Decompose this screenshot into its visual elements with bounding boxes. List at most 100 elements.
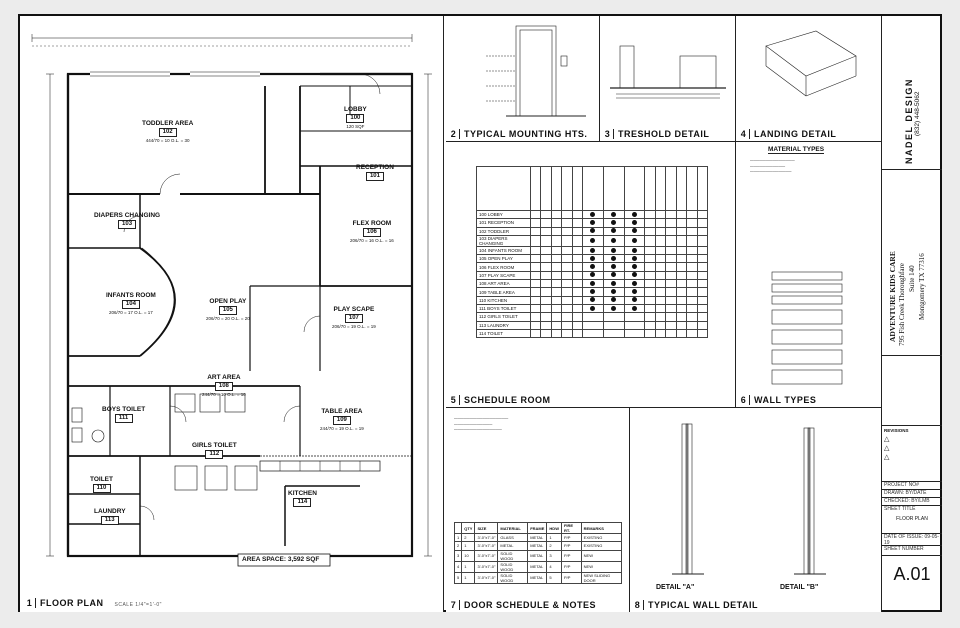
schedule-dot-mark [590, 255, 596, 261]
schedule-cell [550, 312, 563, 322]
schedule-cell [582, 245, 604, 256]
schedule-cell [665, 279, 677, 289]
door-cell: 1 [546, 532, 562, 543]
sheet-title-block: SHEET TITLE FLOOR PLAN [882, 506, 942, 534]
schedule-cell [602, 209, 625, 220]
schedule-cell [675, 328, 688, 339]
door-cell: SOLID WOOD [497, 571, 529, 584]
schedule-cell [561, 312, 573, 322]
schedule-cell [623, 209, 646, 220]
schedule-cell [686, 209, 698, 220]
schedule-cell [665, 328, 677, 339]
schedule-cell [550, 295, 563, 305]
schedule-dot-mark [632, 219, 638, 225]
schedule-cell [540, 320, 552, 330]
firm-name: NADEL DESIGN [904, 78, 914, 164]
title-block: NADEL DESIGN (832) 448-5062 ADVENTURE KI… [882, 16, 942, 612]
schedule-dot-mark [632, 247, 638, 253]
schedule-cell [561, 303, 573, 314]
schedule-cell [602, 287, 625, 297]
schedule-cell [602, 312, 625, 322]
schedule-cell [529, 262, 542, 272]
door-cell: SOLID WOOD [497, 549, 529, 562]
door-cell: 5 [546, 571, 562, 584]
schedule-room-name: 106 FLEX ROOM [476, 262, 531, 272]
schedule-header-cell [571, 166, 584, 211]
door-cell: 2 [546, 541, 562, 551]
schedule-cell [550, 209, 563, 220]
schedule-cell [571, 209, 584, 220]
schedule-cell [675, 254, 688, 264]
schedule-cell [644, 209, 656, 220]
floor-plan-drawing [31, 34, 432, 567]
schedule-cell [675, 226, 688, 236]
schedule-cell [654, 218, 667, 228]
schedule-cell [686, 279, 698, 289]
schedule-cell [675, 218, 688, 228]
schedule-cell [675, 234, 688, 247]
drawn-by: DRAWN: BY/DATE [882, 490, 942, 498]
door-cell: METAL [527, 532, 548, 543]
schedule-cell [654, 303, 667, 314]
sheet-title-label: SHEET TITLE [884, 506, 916, 512]
door-cell: 4 [546, 560, 562, 573]
schedule-cell [529, 320, 542, 330]
schedule-cell [675, 262, 688, 272]
schedule-cell [550, 287, 563, 297]
schedule-room-name: 107 PLAY SCAPE [476, 270, 531, 281]
schedule-cell [686, 295, 698, 305]
schedule-cell [529, 303, 542, 314]
schedule-cell [550, 245, 563, 256]
schedule-cell [696, 320, 708, 330]
door-header-cell: FIRE RT. [560, 522, 582, 534]
sheet-id: A.01 [893, 564, 931, 584]
schedule-dot-mark [611, 297, 617, 303]
schedule-cell [623, 279, 646, 289]
schedule-cell [686, 245, 698, 256]
schedule-cell [696, 218, 708, 228]
door-cell: METAL [527, 549, 548, 562]
schedule-cell [540, 328, 552, 339]
schedule-cell [571, 218, 584, 228]
door-cell: NEW SLIDING DOOR [580, 571, 623, 584]
project-address-1: 795 Fish Creek Thoroughfare [898, 263, 906, 346]
typical-wall-drawing [672, 423, 826, 575]
schedule-room-name: 102 TODDLER [476, 226, 531, 236]
schedule-row: 104 INFANTS ROOM [476, 245, 708, 256]
area-space-label: AREA SPACE: 3,592 SQF [242, 556, 320, 563]
schedule-dot-mark [632, 305, 638, 311]
schedule-cell [665, 295, 677, 305]
schedule-cell [540, 226, 552, 236]
schedule-header-cell [696, 166, 708, 211]
door-cell: METAL [527, 560, 548, 573]
schedule-room-name: 109 TABLE AREA [476, 287, 531, 297]
schedule-cell [696, 287, 708, 297]
schedule-header-cell [665, 166, 677, 211]
schedule-cell [644, 234, 656, 247]
schedule-dot-mark [590, 297, 596, 303]
schedule-row: 109 TABLE AREA [476, 287, 708, 297]
schedule-cell [665, 245, 677, 256]
schedule-cell [696, 303, 708, 314]
schedule-cell [529, 245, 542, 256]
schedule-cell [550, 328, 563, 339]
schedule-cell [582, 262, 604, 272]
schedule-cell [696, 209, 708, 220]
schedule-cell [623, 270, 646, 281]
mounting-detail-drawing [486, 25, 586, 117]
schedule-cell [529, 279, 542, 289]
schedule-cell [623, 245, 646, 256]
schedule-cell [582, 303, 604, 314]
schedule-row: 111 BOYS TOILET [476, 303, 708, 314]
schedule-row: 110 KITCHEN [476, 295, 708, 305]
